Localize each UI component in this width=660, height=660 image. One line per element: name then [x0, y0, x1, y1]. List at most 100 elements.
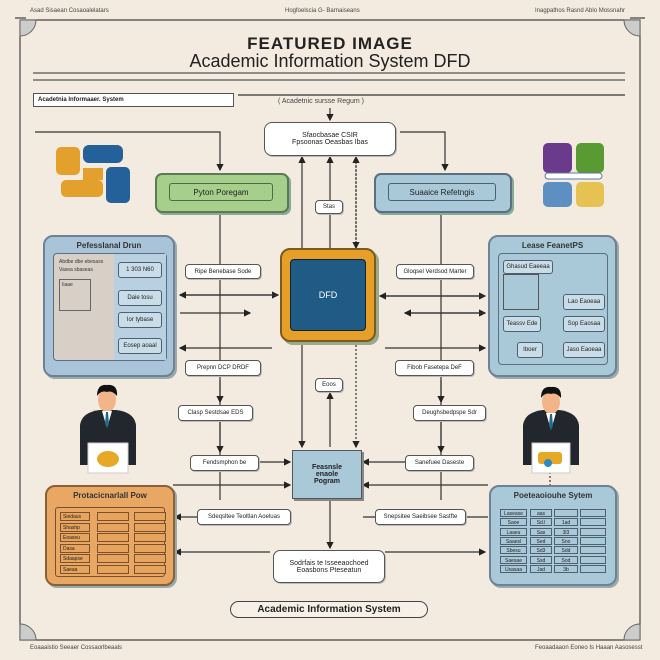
blue-table-cell: 1ad: [554, 518, 578, 527]
flow-label-deugh: Deughsbedpspe Sdr: [413, 405, 486, 421]
left-item[interactable]: 1 303 N60: [118, 262, 162, 278]
right-item[interactable]: Jaso Eaoeaa: [563, 342, 605, 358]
right-panel-title: Lease FeanetPS: [521, 241, 584, 250]
orange-table-cell: [134, 522, 166, 532]
blue-table-cell: 3l3: [554, 527, 578, 536]
dfd-central-process[interactable]: DFD: [280, 248, 376, 342]
right-item[interactable]: Sop Eaosaa: [563, 316, 605, 332]
orange-table-cell: Saeaa: [60, 564, 90, 574]
blue-table-cell: [580, 564, 606, 573]
blue-table-cell: Lasease: [500, 509, 527, 517]
left-note: Abdbe dbe ebesass: [59, 259, 104, 265]
orange-table-cell: Siedaus: [60, 512, 90, 521]
flow-label-clasp: Clasp Sestdsae EDS: [178, 405, 253, 421]
left-panel-form: Abdbe dbe ebesass Vasea sbaseas Iiaae 1 …: [53, 253, 167, 361]
blue-table-cell: Ssd: [530, 555, 552, 564]
blue-table-cell: Sno: [554, 536, 578, 545]
top-box-line-1: Sfaocbasae CSIR: [302, 132, 358, 139]
left-item[interactable]: Ior tybase: [118, 312, 162, 328]
center-program-line: Feasnsle: [312, 464, 342, 471]
blue-table-cell: [580, 546, 606, 555]
left-note: Vasea sbaseas: [59, 267, 93, 273]
system-label-box: Acadetnia Informaaer. System: [33, 93, 234, 107]
blue-table-cell: [580, 518, 606, 527]
orange-table-cell: [134, 554, 166, 563]
orange-table-cell: [134, 564, 166, 574]
orange-table-cell: [134, 533, 166, 542]
blue-table-cell: Saoe: [500, 518, 527, 527]
blue-table-cell: Sd.l: [530, 518, 552, 527]
left-item[interactable]: Daie tosu: [118, 290, 162, 306]
python-program-process[interactable]: Pyton Poregam: [155, 173, 289, 213]
flow-label-sanef: Sanefuee Daseste: [405, 455, 474, 471]
orange-table-cell: [97, 564, 129, 574]
flow-label-stas: Stas: [315, 200, 343, 214]
flow-label-fendsm: Fendsmphon be: [190, 455, 259, 471]
blue-table-cell: Usasaa: [500, 564, 527, 573]
orange-table-cell: [97, 512, 129, 521]
header-right-text: Inagpathos Rasnd Ablo Mossnahr: [535, 8, 626, 14]
right-item[interactable]: Teassv Ede: [503, 316, 541, 332]
blue-table-cell: [580, 527, 606, 536]
orange-table-cell: Dasa: [60, 543, 90, 553]
blue-table-cell: Laaeu: [500, 527, 527, 536]
blue-table-cell: Sd3: [530, 546, 552, 555]
orange-table-cell: [134, 512, 166, 521]
center-program-line: Pogram: [313, 478, 341, 485]
orange-table-cell: [97, 533, 129, 542]
bottom-process-box[interactable]: Sodrfais te Isseeaochoed Eoasbons Ptesea…: [273, 550, 385, 583]
blue-table-cell: 3b: [554, 564, 578, 573]
blue-table-cell: Sas: [530, 527, 552, 536]
center-program-process[interactable]: Feasnsle enaole Pogram: [292, 450, 362, 499]
blue-table-cell: Sod: [554, 555, 578, 564]
blue-table-cell: [580, 536, 606, 545]
left-external-entity-panel[interactable]: Pefesslanal Drun Abdbe dbe ebesass Vasea…: [43, 235, 175, 377]
blue-table-cell: Sed: [530, 536, 552, 545]
orange-panel-title: Protacicnarlall Pow: [73, 491, 147, 500]
orange-table-cell: [97, 522, 129, 532]
right-form-frame: [503, 274, 539, 310]
blue-table-cell: aas: [530, 509, 552, 517]
flow-label-prepnn: Prepnn DCP DRDF: [185, 360, 261, 376]
left-form-frame: Iiaae: [59, 279, 91, 311]
flow-label-eoos: Eoos: [315, 378, 343, 392]
blue-table-cell: [554, 509, 578, 517]
flow-label-gloqsel: Gloqsel Verdsod Marter: [396, 264, 474, 279]
page-subtitle: Academic Information System DFD: [189, 51, 471, 71]
right-external-entity-panel[interactable]: Lease FeanetPS Ghasud Eaeeaa Teassv Ede …: [488, 235, 617, 377]
right-item[interactable]: Iboer: [517, 342, 543, 358]
blue-table-cell: Sdd: [554, 546, 578, 555]
blue-panel-title: Poeteaoiouhe Sytem: [513, 491, 593, 500]
orange-table-cell: Sdaapse: [60, 554, 90, 563]
header-center-text: Hogfoelscia G- Barnaiseans: [285, 8, 360, 14]
diagram-caption: ( Acadetnic sursse Regum ): [278, 98, 364, 105]
left-panel-title: Pefesslanal Drun: [76, 241, 142, 250]
center-program-line: enaole: [315, 471, 339, 478]
footer-right-text: Feoaadaaon Eoneo Is Haaan Aasosesst: [535, 645, 643, 651]
flow-label-ripe: Ripe Benebase Sode: [185, 264, 261, 279]
dfd-label: DFD: [290, 259, 366, 331]
orange-table-cell: Shashp: [60, 522, 90, 532]
bottom-system-pill[interactable]: Academic Information System: [230, 601, 428, 618]
bottom-box-line: Eoasbons Pteseatun: [296, 566, 362, 574]
right-item[interactable]: Ghasud Eaeeaa: [503, 260, 553, 274]
right-item[interactable]: Lao Eaoeaa: [563, 294, 605, 310]
orange-table-cell: Eoaseu: [60, 533, 90, 542]
left-item[interactable]: Eosep aoaal: [118, 338, 162, 354]
top-datastore-box[interactable]: Sfaocbasae CSIR Fpsoonas Oeasbas Ibas: [264, 122, 396, 156]
top-box-line-2: Fpsoonas Oeasbas Ibas: [292, 139, 368, 146]
corner-ornaments: [19, 19, 641, 641]
header-left-text: Asad Sisaean Cosaoalelatars: [30, 8, 109, 14]
flow-label-sdeq: Sdeqsltee Teoltlan Aoeluas: [197, 509, 291, 525]
source-process-label: Suaaice Refetngis: [388, 183, 496, 201]
right-panel-form: Ghasud Eaeeaa Teassv Ede Lao Eaoeaa Sop …: [498, 253, 608, 365]
source-process[interactable]: Suaaice Refetngis: [374, 173, 512, 213]
